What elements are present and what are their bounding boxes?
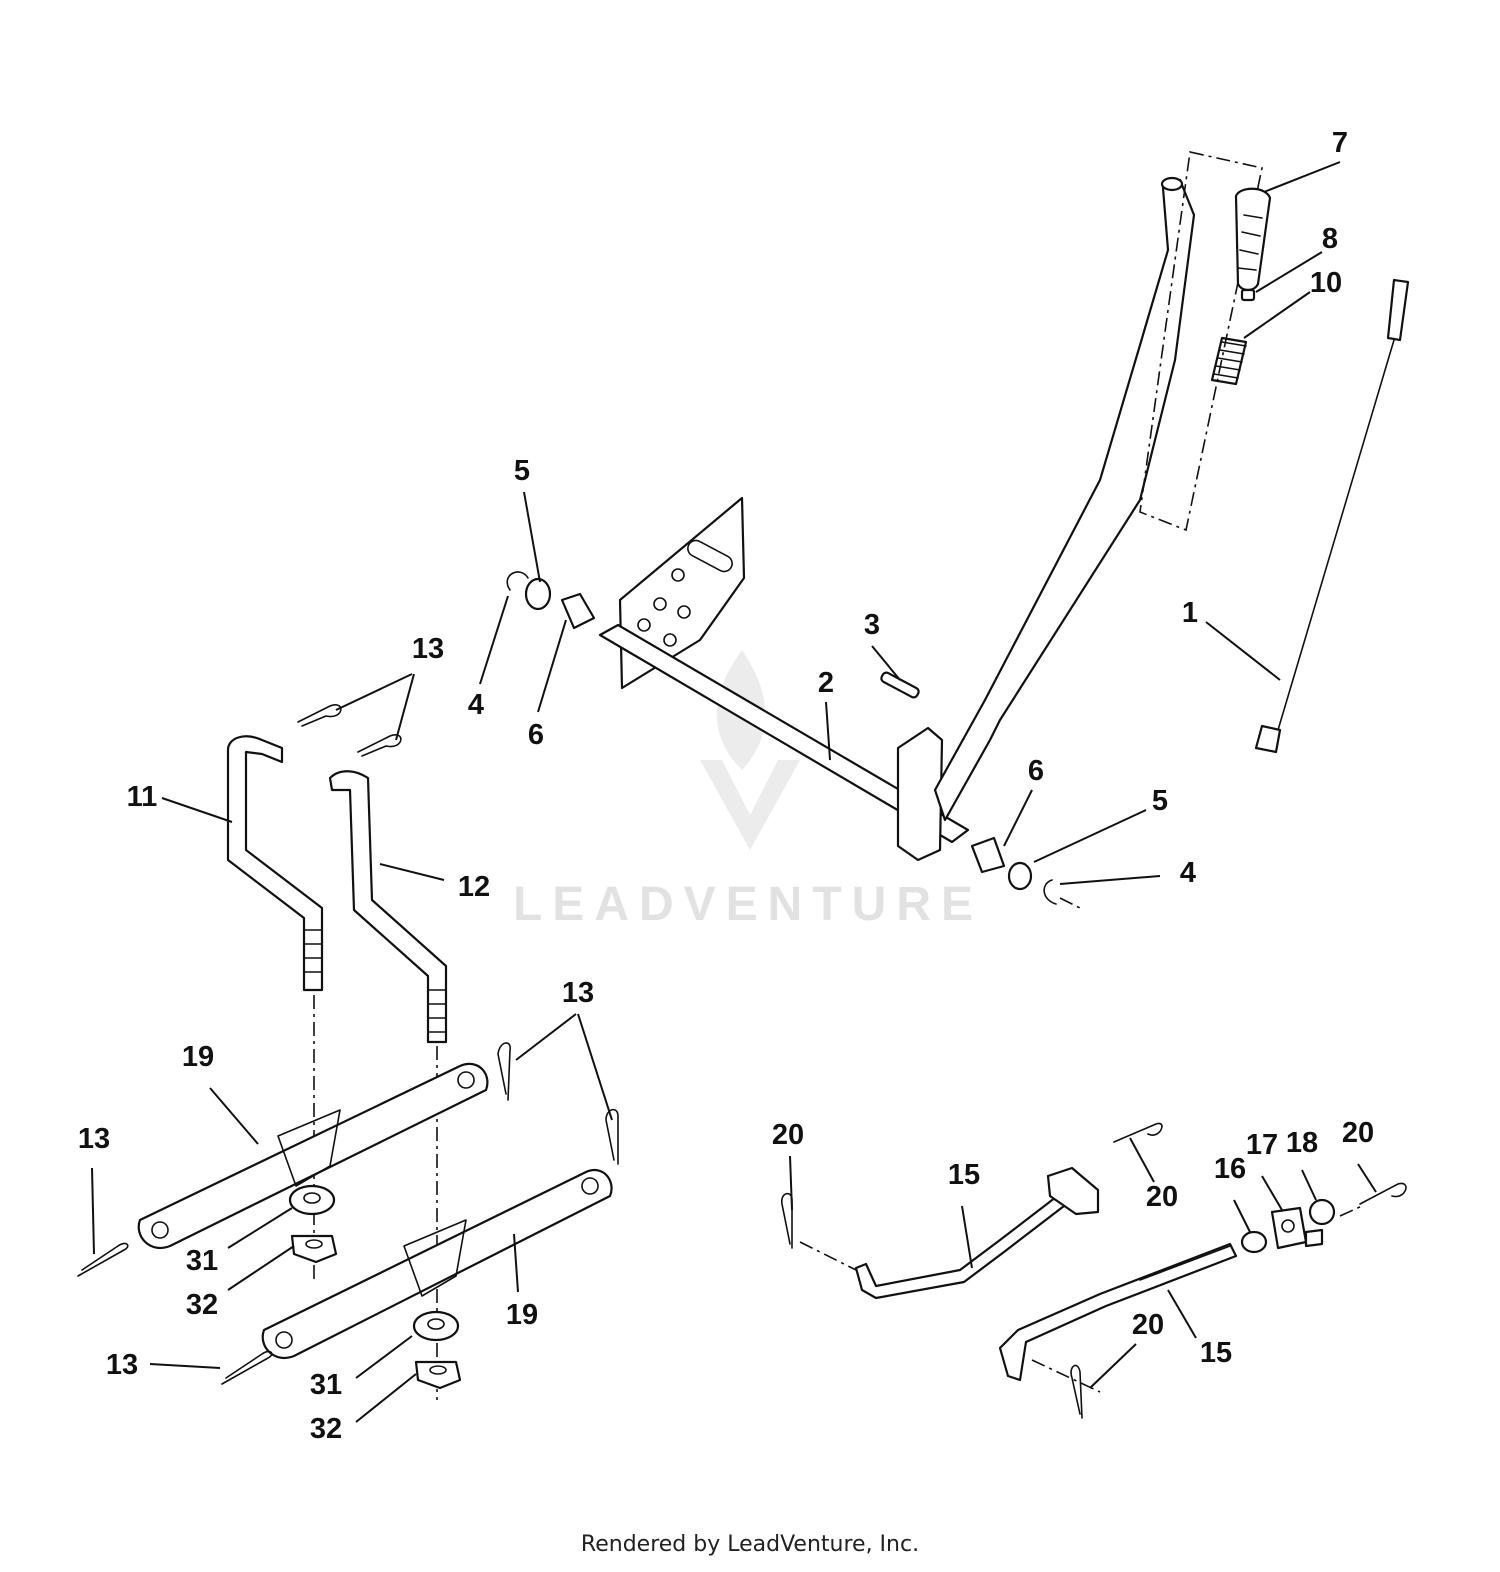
handle-grip [1234, 187, 1272, 292]
deck-rod-upper [854, 1166, 1100, 1300]
washer-right [1007, 861, 1033, 891]
hairpin-clip [605, 1108, 619, 1165]
callout-12: 12 [458, 871, 490, 903]
hairpin-clip [221, 1350, 273, 1385]
plate-hole [637, 618, 651, 632]
handle-tube-end [1160, 176, 1184, 192]
callout-2: 2 [818, 667, 834, 699]
callout-7: 7 [1332, 127, 1348, 159]
roll-pin [880, 671, 920, 699]
leadventure-flame-logo-icon [700, 650, 800, 850]
deck-rod-lower [998, 1242, 1238, 1382]
grip-nut [1240, 288, 1256, 302]
e-clip-right [1043, 879, 1057, 905]
hairpin-clip [297, 704, 342, 727]
hairpin-clip-20 [781, 1192, 793, 1249]
lift-shaft-assembly [598, 496, 970, 862]
callout-10: 10 [1310, 267, 1342, 299]
hairpin-clip [77, 1242, 129, 1277]
callout-19: 19 [182, 1041, 214, 1073]
callout-17: 17 [1246, 1129, 1278, 1161]
bushing-31-upper [288, 1184, 336, 1216]
callout-3: 3 [864, 609, 880, 641]
callout-20: 20 [1132, 1309, 1164, 1341]
callout-13: 13 [412, 633, 444, 665]
nut-18 [1308, 1198, 1336, 1226]
callout-32: 32 [310, 1413, 342, 1445]
callout-5: 5 [1152, 785, 1168, 817]
handle-tube [933, 178, 1196, 822]
footer-credit: Rendered by LeadVenture, Inc. [580, 1532, 920, 1557]
shaft-arm-bracket [896, 726, 944, 862]
callout-5: 5 [514, 455, 530, 487]
plate-slot [687, 539, 733, 573]
lift-link-11 [226, 735, 324, 992]
handle-spring [1210, 336, 1248, 386]
callout-13: 13 [106, 1349, 138, 1381]
callout-15: 15 [1200, 1337, 1232, 1369]
rod-axis-line [1031, 1359, 1101, 1393]
callout-4: 4 [468, 689, 484, 721]
callout-13: 13 [562, 977, 594, 1009]
callout-6: 6 [528, 719, 544, 751]
callout-20: 20 [1146, 1181, 1178, 1213]
plate-hole [677, 605, 691, 619]
bushing-left [560, 592, 596, 630]
grip-area-dashed-box [1139, 151, 1263, 532]
plate-hole [671, 568, 685, 582]
lift-cable [1254, 278, 1410, 754]
callout-15: 15 [948, 1159, 980, 1191]
plate-hole [653, 597, 667, 611]
right-shaft-hardware [970, 836, 1057, 905]
washer-16 [1240, 1230, 1268, 1254]
shaft-axis-line [1059, 897, 1081, 909]
hairpin-clip [357, 734, 402, 757]
callout-8: 8 [1322, 223, 1338, 255]
lift-arm-lower [261, 1169, 613, 1359]
nut-32-upper [290, 1234, 338, 1264]
hairpin-clip-20 [1113, 1122, 1163, 1143]
rod-axis-line [1339, 1205, 1363, 1217]
lift-handle [933, 176, 1196, 822]
callout-18: 18 [1286, 1127, 1318, 1159]
trunnion-17 [1270, 1206, 1324, 1250]
bushing-right [970, 836, 1006, 874]
callout-31: 31 [186, 1245, 218, 1277]
washer-left [524, 577, 552, 611]
left-shaft-hardware [506, 571, 596, 630]
callout-20: 20 [772, 1119, 804, 1151]
callout-4: 4 [1180, 857, 1196, 889]
callout-32: 32 [186, 1289, 218, 1321]
hairpin-clip-20 [1359, 1182, 1407, 1205]
watermark-text: LEADVENTURE [513, 878, 983, 931]
nut-32-lower [414, 1360, 462, 1390]
plate-hole [663, 633, 677, 647]
callout-20: 20 [1342, 1117, 1374, 1149]
hairpin-clip-20 [1070, 1364, 1083, 1419]
callout-labels: 7 8 10 1 5 4 6 3 2 6 5 4 13 11 12 13 19 … [78, 127, 1374, 1445]
callout-6: 6 [1028, 755, 1044, 787]
lift-link-12 [328, 770, 448, 1044]
callout-11: 11 [127, 781, 158, 813]
callout-13: 13 [78, 1123, 110, 1155]
e-clip-left [506, 571, 529, 591]
rod-axis-line [799, 1241, 857, 1271]
callout-19: 19 [506, 1299, 538, 1331]
mounting-plate [618, 496, 746, 690]
hairpin-clip [497, 1042, 511, 1101]
callout-1: 1 [1182, 597, 1198, 629]
callout-16: 16 [1214, 1153, 1246, 1185]
lift-arm-upper [137, 1062, 489, 1249]
bushing-31-lower [412, 1310, 460, 1342]
callout-31: 31 [310, 1369, 342, 1401]
shaft-rod [598, 623, 970, 844]
leader-lines [91, 161, 1377, 1423]
